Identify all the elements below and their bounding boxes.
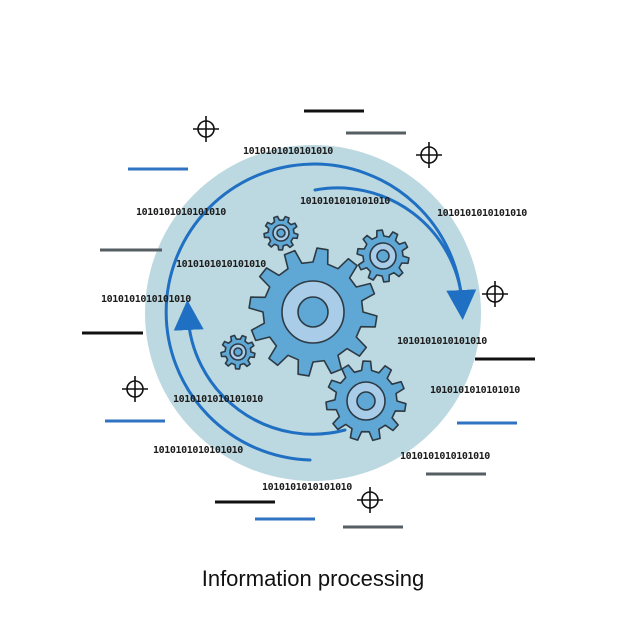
gear-icon [263, 215, 299, 251]
binary-string: 1010101010101010 [262, 482, 352, 493]
decorative-dashes [82, 109, 535, 529]
binary-string: 1010101010101010 [101, 294, 191, 305]
binary-string: 1010101010101010 [397, 336, 487, 347]
binary-string: 1010101010101010 [173, 394, 263, 405]
gear-icon [220, 334, 256, 370]
gear-icon [325, 360, 407, 442]
binary-string: 1010101010101010 [400, 451, 490, 462]
binary-string: 1010101010101010 [176, 259, 266, 270]
binary-string: 1010101010101010 [136, 207, 226, 218]
binary-text-group: 1010101010101010 1010101010101010 101010… [101, 146, 528, 493]
outer-cycle-arrow [164, 162, 477, 462]
gear-icon [248, 247, 378, 377]
crosshair-icon [482, 281, 508, 307]
inner-lower-arrow [173, 300, 347, 436]
binary-string: 1010101010101010 [153, 445, 243, 456]
arrow-icon [164, 162, 477, 462]
crosshair-icon [416, 142, 442, 168]
gear-icon [356, 229, 410, 283]
binary-string: 1010101010101010 [243, 146, 333, 157]
binary-string: 1010101010101010 [437, 208, 527, 219]
binary-string: 1010101010101010 [430, 385, 520, 396]
binary-string: 1010101010101010 [300, 196, 390, 207]
crosshair-icon [122, 376, 148, 402]
caption: Information processing [201, 566, 425, 591]
crosshair-icon [357, 487, 383, 513]
inner-upper-arrow [313, 186, 464, 302]
crosshair-icon [193, 116, 219, 142]
gears-group [220, 215, 410, 442]
